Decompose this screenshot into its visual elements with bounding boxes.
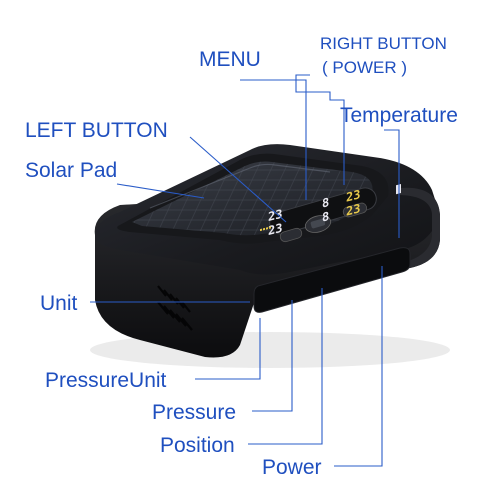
power-label: Power [262, 456, 322, 479]
device-end-cap [400, 187, 440, 268]
leader-lines [90, 74, 400, 467]
lcd-readout-left-top: 23 [268, 207, 282, 224]
solar-pad-label: Solar Pad [25, 159, 118, 182]
leader-left-button [189, 136, 287, 223]
solar-highlight [149, 163, 331, 209]
leader-pressure-unit [195, 318, 261, 380]
lcd-readout-right-bottom: 23 [346, 201, 360, 218]
leader-power [334, 266, 383, 467]
menu-label: MENU [199, 48, 261, 71]
leader-position [248, 288, 323, 445]
left-button-label: LEFT BUTTON [25, 119, 168, 142]
lcd-readout-center-top: 8 [322, 195, 329, 211]
temperature-label: Temperature [340, 104, 458, 127]
speaker-grille-icon [157, 285, 193, 331]
lcd-unit-dot [263, 227, 265, 231]
unit-label: Unit [40, 292, 78, 315]
leader-menu [240, 79, 307, 200]
left-button-icon[interactable] [279, 227, 303, 243]
leader-pressure [252, 300, 293, 412]
lcd-unit-dot [269, 226, 271, 229]
lcd-readout-left-bottom: 23 [268, 221, 282, 238]
pressure-label: Pressure [152, 401, 237, 424]
lcd-unit-dot [266, 227, 268, 230]
menu-button-icon[interactable] [303, 213, 332, 236]
pressure-unit-label: PressureUnit [45, 369, 167, 392]
right-button-label: RIGHT BUTTON [320, 34, 447, 53]
lcd-unit-dot [260, 228, 262, 232]
right-button-power-label: ( POWER ) [322, 58, 407, 77]
position-label: Position [160, 434, 235, 457]
leader-right-button [295, 74, 345, 185]
leader-temperature [384, 129, 400, 238]
right-button-icon[interactable] [342, 202, 368, 218]
lcd-readout-right-top: 23 [346, 187, 360, 204]
leader-solar-pad [116, 183, 205, 199]
lcd-display [253, 247, 411, 313]
lcd-readout-center-bottom: 8 [322, 209, 329, 225]
